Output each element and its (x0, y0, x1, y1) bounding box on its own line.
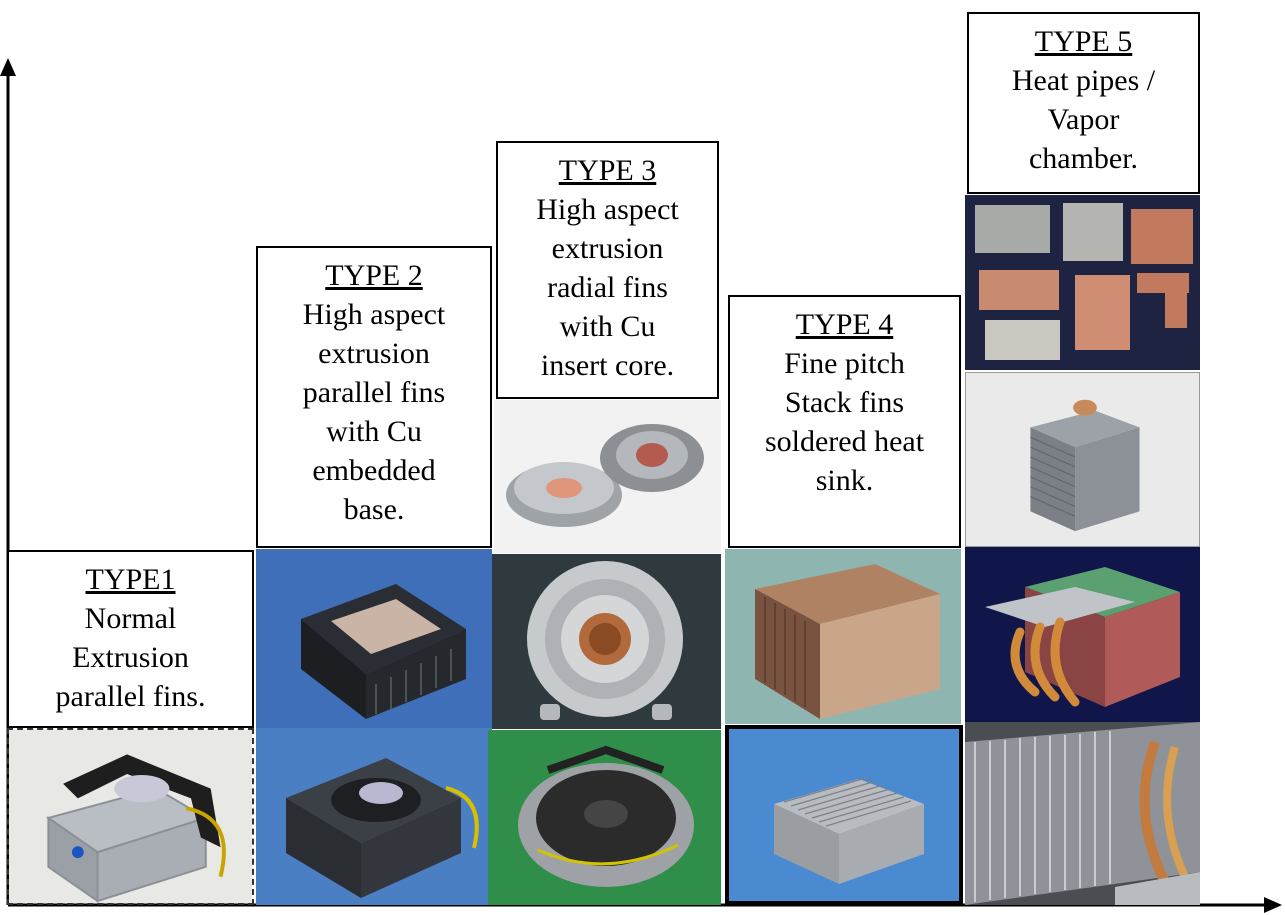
type2-photo-1 (256, 549, 492, 728)
type2-photo-2 (256, 728, 492, 905)
radial-heatsink-icon (492, 554, 721, 729)
stacked-fin-heatsink-icon (725, 549, 961, 724)
type2-label-box: TYPE 2 High aspect extrusion parallel fi… (256, 246, 492, 548)
fan-heatsink-icon (9, 730, 252, 903)
vapor-chamber-parts-icon (965, 195, 1200, 370)
type3-photo-2 (492, 554, 721, 729)
type5-description: Heat pipes / Vapor chamber. (1011, 64, 1156, 175)
type4-description: Fine pitch Stack fins soldered heat sink… (764, 347, 925, 497)
type3-photo-3 (488, 730, 721, 905)
heatpipe-3d-model-icon (965, 547, 1200, 722)
type3-label-box: TYPE 3 High aspect extrusion radial fins… (496, 141, 719, 399)
type4-photo-2 (725, 725, 963, 905)
type4-photo-1 (725, 549, 961, 724)
type1-label-box: TYPE1 Normal Extrusion parallel fins. (7, 550, 254, 728)
heatpipe-tower-icon (966, 373, 1199, 546)
type3-photo-1 (494, 400, 721, 553)
radial-fan-heatsink-icon (488, 730, 721, 905)
type2-title: TYPE 2 (325, 259, 423, 292)
type5-photo-1 (965, 195, 1200, 370)
type1-description: Normal Extrusion parallel fins. (55, 602, 206, 713)
type1-title: TYPE1 (85, 563, 176, 596)
type5-photo-2 (965, 372, 1200, 547)
type5-label-box: TYPE 5 Heat pipes / Vapor chamber. (967, 12, 1200, 194)
type3-title: TYPE 3 (558, 154, 657, 187)
heatpipe-closeup-icon (965, 722, 1200, 905)
type3-description: High aspect extrusion radial fins with C… (536, 193, 679, 382)
heatsink-cu-base-icon (256, 549, 492, 728)
type5-photo-4 (965, 722, 1200, 905)
type4-title: TYPE 4 (795, 308, 894, 341)
type4-label-box: TYPE 4 Fine pitch Stack fins soldered he… (728, 295, 961, 548)
type5-title: TYPE 5 (1034, 25, 1133, 58)
radial-heatsink-pair-icon (494, 400, 721, 553)
type1-photo-1 (7, 728, 254, 905)
fan-heatsink-icon (256, 728, 492, 905)
type2-description: High aspect extrusion parallel fins with… (302, 298, 446, 526)
fin-block-icon (729, 729, 959, 901)
x-axis-arrowhead (1264, 897, 1282, 913)
type5-photo-3 (965, 547, 1200, 722)
y-axis-arrowhead (0, 58, 16, 76)
